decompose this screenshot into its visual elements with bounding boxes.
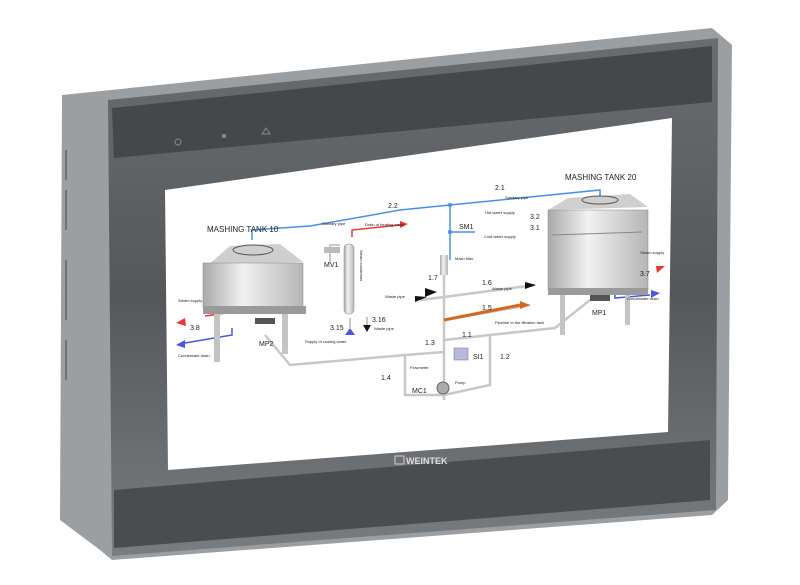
label-v38: 3.8 — [190, 325, 200, 332]
pump-mc1-icon — [436, 381, 450, 395]
label-sanitary-right: Sanitary pipe — [505, 195, 529, 200]
label-sanitary-left: Sanitary pipe — [322, 221, 346, 226]
label-v37: 3.7 — [640, 271, 650, 278]
bezel-top-band — [112, 46, 712, 158]
label-mc1: MC1 — [412, 388, 427, 395]
label-mp2: MP2 — [259, 341, 274, 348]
label-flowmeter: Flowmeter — [410, 365, 429, 370]
label-v22: 2.2 — [388, 203, 398, 210]
label-drain-right: Condensate drain — [627, 296, 659, 301]
label-v16: 1.6 — [482, 280, 492, 287]
label-v11: 1.1 — [462, 332, 472, 339]
steam-condenser-icon — [343, 243, 355, 315]
network-icon — [261, 127, 271, 135]
label-v316: 3.16 — [372, 317, 386, 324]
label-filter: Mash filter — [455, 256, 474, 261]
label-sm1: SM1 — [459, 224, 474, 231]
label-condenser: Steam condenser — [359, 250, 364, 282]
motor-mp1-icon — [590, 295, 610, 301]
mashing-tank-10 — [202, 244, 306, 362]
label-v12: 1.2 — [500, 354, 510, 361]
label-mv1: MV1 — [324, 262, 339, 269]
label-cooling: Supply of cooling water — [305, 339, 347, 344]
label-v31: 3.1 — [530, 225, 540, 232]
screen[interactable] — [165, 118, 672, 470]
power-icon — [174, 138, 182, 146]
label-v17: 1.7 — [428, 275, 438, 282]
motor-mp2-icon — [255, 318, 275, 324]
label-si1: SI1 — [473, 354, 484, 361]
mashing-tank-20 — [547, 194, 649, 335]
tank-10-title: MASHING TANK 10 — [207, 225, 279, 234]
status-icon — [222, 134, 226, 138]
bezel-bottom-band — [114, 440, 710, 548]
brand-logo: WEINTEK — [406, 456, 448, 466]
si1-sensor-icon — [453, 347, 469, 361]
label-steam-right: Steam supply — [640, 250, 664, 255]
weintek-logo-icon — [394, 455, 405, 465]
label-v21: 2.1 — [495, 185, 505, 192]
mash-filter-icon — [440, 255, 448, 275]
label-v13: 1.3 — [425, 340, 435, 347]
label-hot: Hot water supply — [485, 210, 515, 215]
label-cold: Cold water supply — [484, 234, 516, 239]
label-drain-left: Condensate drain — [178, 353, 210, 358]
label-v15: 1.5 — [482, 305, 492, 312]
label-mp1: MP1 — [592, 310, 607, 317]
tank-20-title: MASHING TANK 20 — [565, 173, 637, 182]
label-waste-3: Waste pipe — [492, 286, 513, 291]
label-steam-heat: Drain of heating water — [365, 222, 405, 227]
label-pipeline: Pipeline to the filtration tank — [495, 320, 544, 325]
mv1-icon — [324, 247, 340, 253]
label-steam-left: Steam supply — [178, 298, 202, 303]
label-v14: 1.4 — [381, 375, 391, 382]
label-waste-1: Waste pipe — [385, 294, 406, 299]
label-v32: 3.2 — [530, 214, 540, 221]
label-pump: Pump — [455, 380, 466, 385]
label-waste-2: Waste pipe — [374, 326, 395, 331]
label-v315: 3.15 — [330, 325, 344, 332]
